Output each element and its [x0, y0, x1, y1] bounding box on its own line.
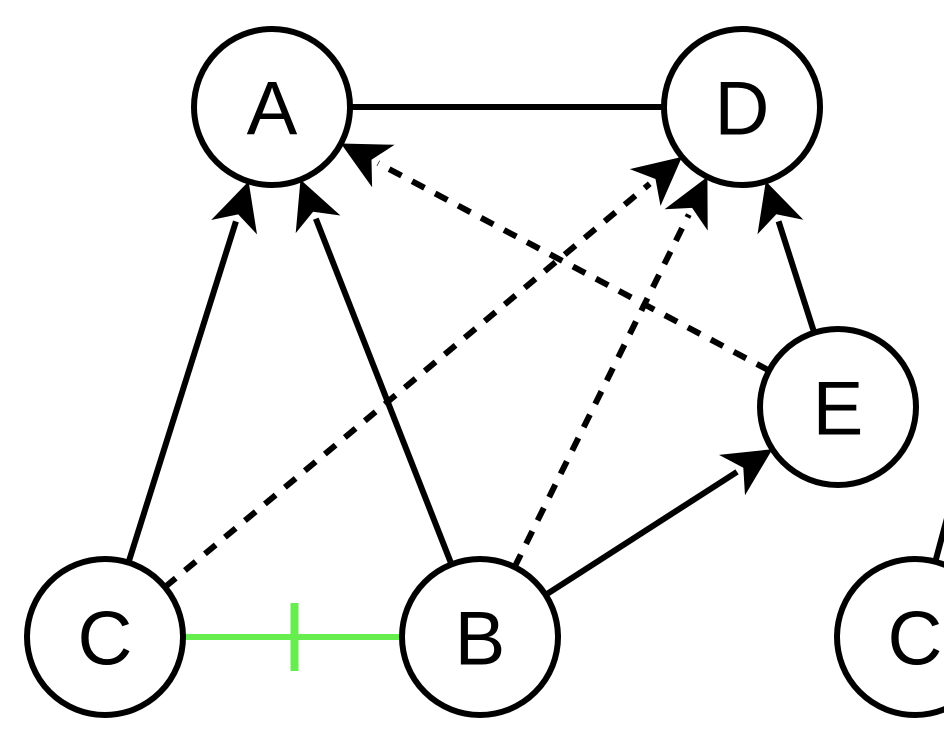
- node-circle: [757, 326, 919, 488]
- edge-c-a-arrowhead: [211, 181, 257, 235]
- node-label: D: [715, 67, 770, 152]
- node-circle: [399, 556, 561, 718]
- node-label: B: [455, 597, 506, 682]
- node-circle: [191, 26, 353, 188]
- edge-b-e-arrowhead: [719, 449, 773, 496]
- nodes-layer: A D E C B C: [24, 26, 944, 718]
- edge-e-a-arrowhead: [340, 143, 395, 188]
- node-e: E: [757, 326, 919, 488]
- edge-b-a: [313, 217, 455, 566]
- edge-c2-offscreen: [932, 517, 944, 563]
- edge-e-d: [775, 220, 818, 334]
- edge-b-d-arrowhead: [664, 176, 708, 231]
- node-a: A: [191, 26, 353, 188]
- node-label: A: [247, 67, 298, 152]
- node-circle: [834, 556, 944, 718]
- node-b: B: [399, 556, 561, 718]
- node-label: C: [888, 597, 943, 682]
- edge-b-a-arrowhead: [295, 179, 341, 234]
- edges-layer: [125, 104, 944, 671]
- node-label: E: [813, 367, 864, 452]
- edge-e-a: [376, 160, 771, 374]
- edge-c-d: [163, 181, 652, 590]
- edge-e-d-arrowhead: [757, 181, 804, 235]
- node-label: C: [78, 597, 133, 682]
- edge-b-d: [511, 213, 692, 569]
- node-circle: [661, 26, 823, 188]
- node-c2: C: [834, 556, 944, 718]
- node-circle: [24, 556, 186, 718]
- edge-b-e: [544, 469, 739, 598]
- node-d: D: [661, 26, 823, 188]
- node-c: C: [24, 556, 186, 718]
- edge-c-d-arrowhead: [629, 156, 682, 206]
- edge-c-a: [125, 220, 239, 564]
